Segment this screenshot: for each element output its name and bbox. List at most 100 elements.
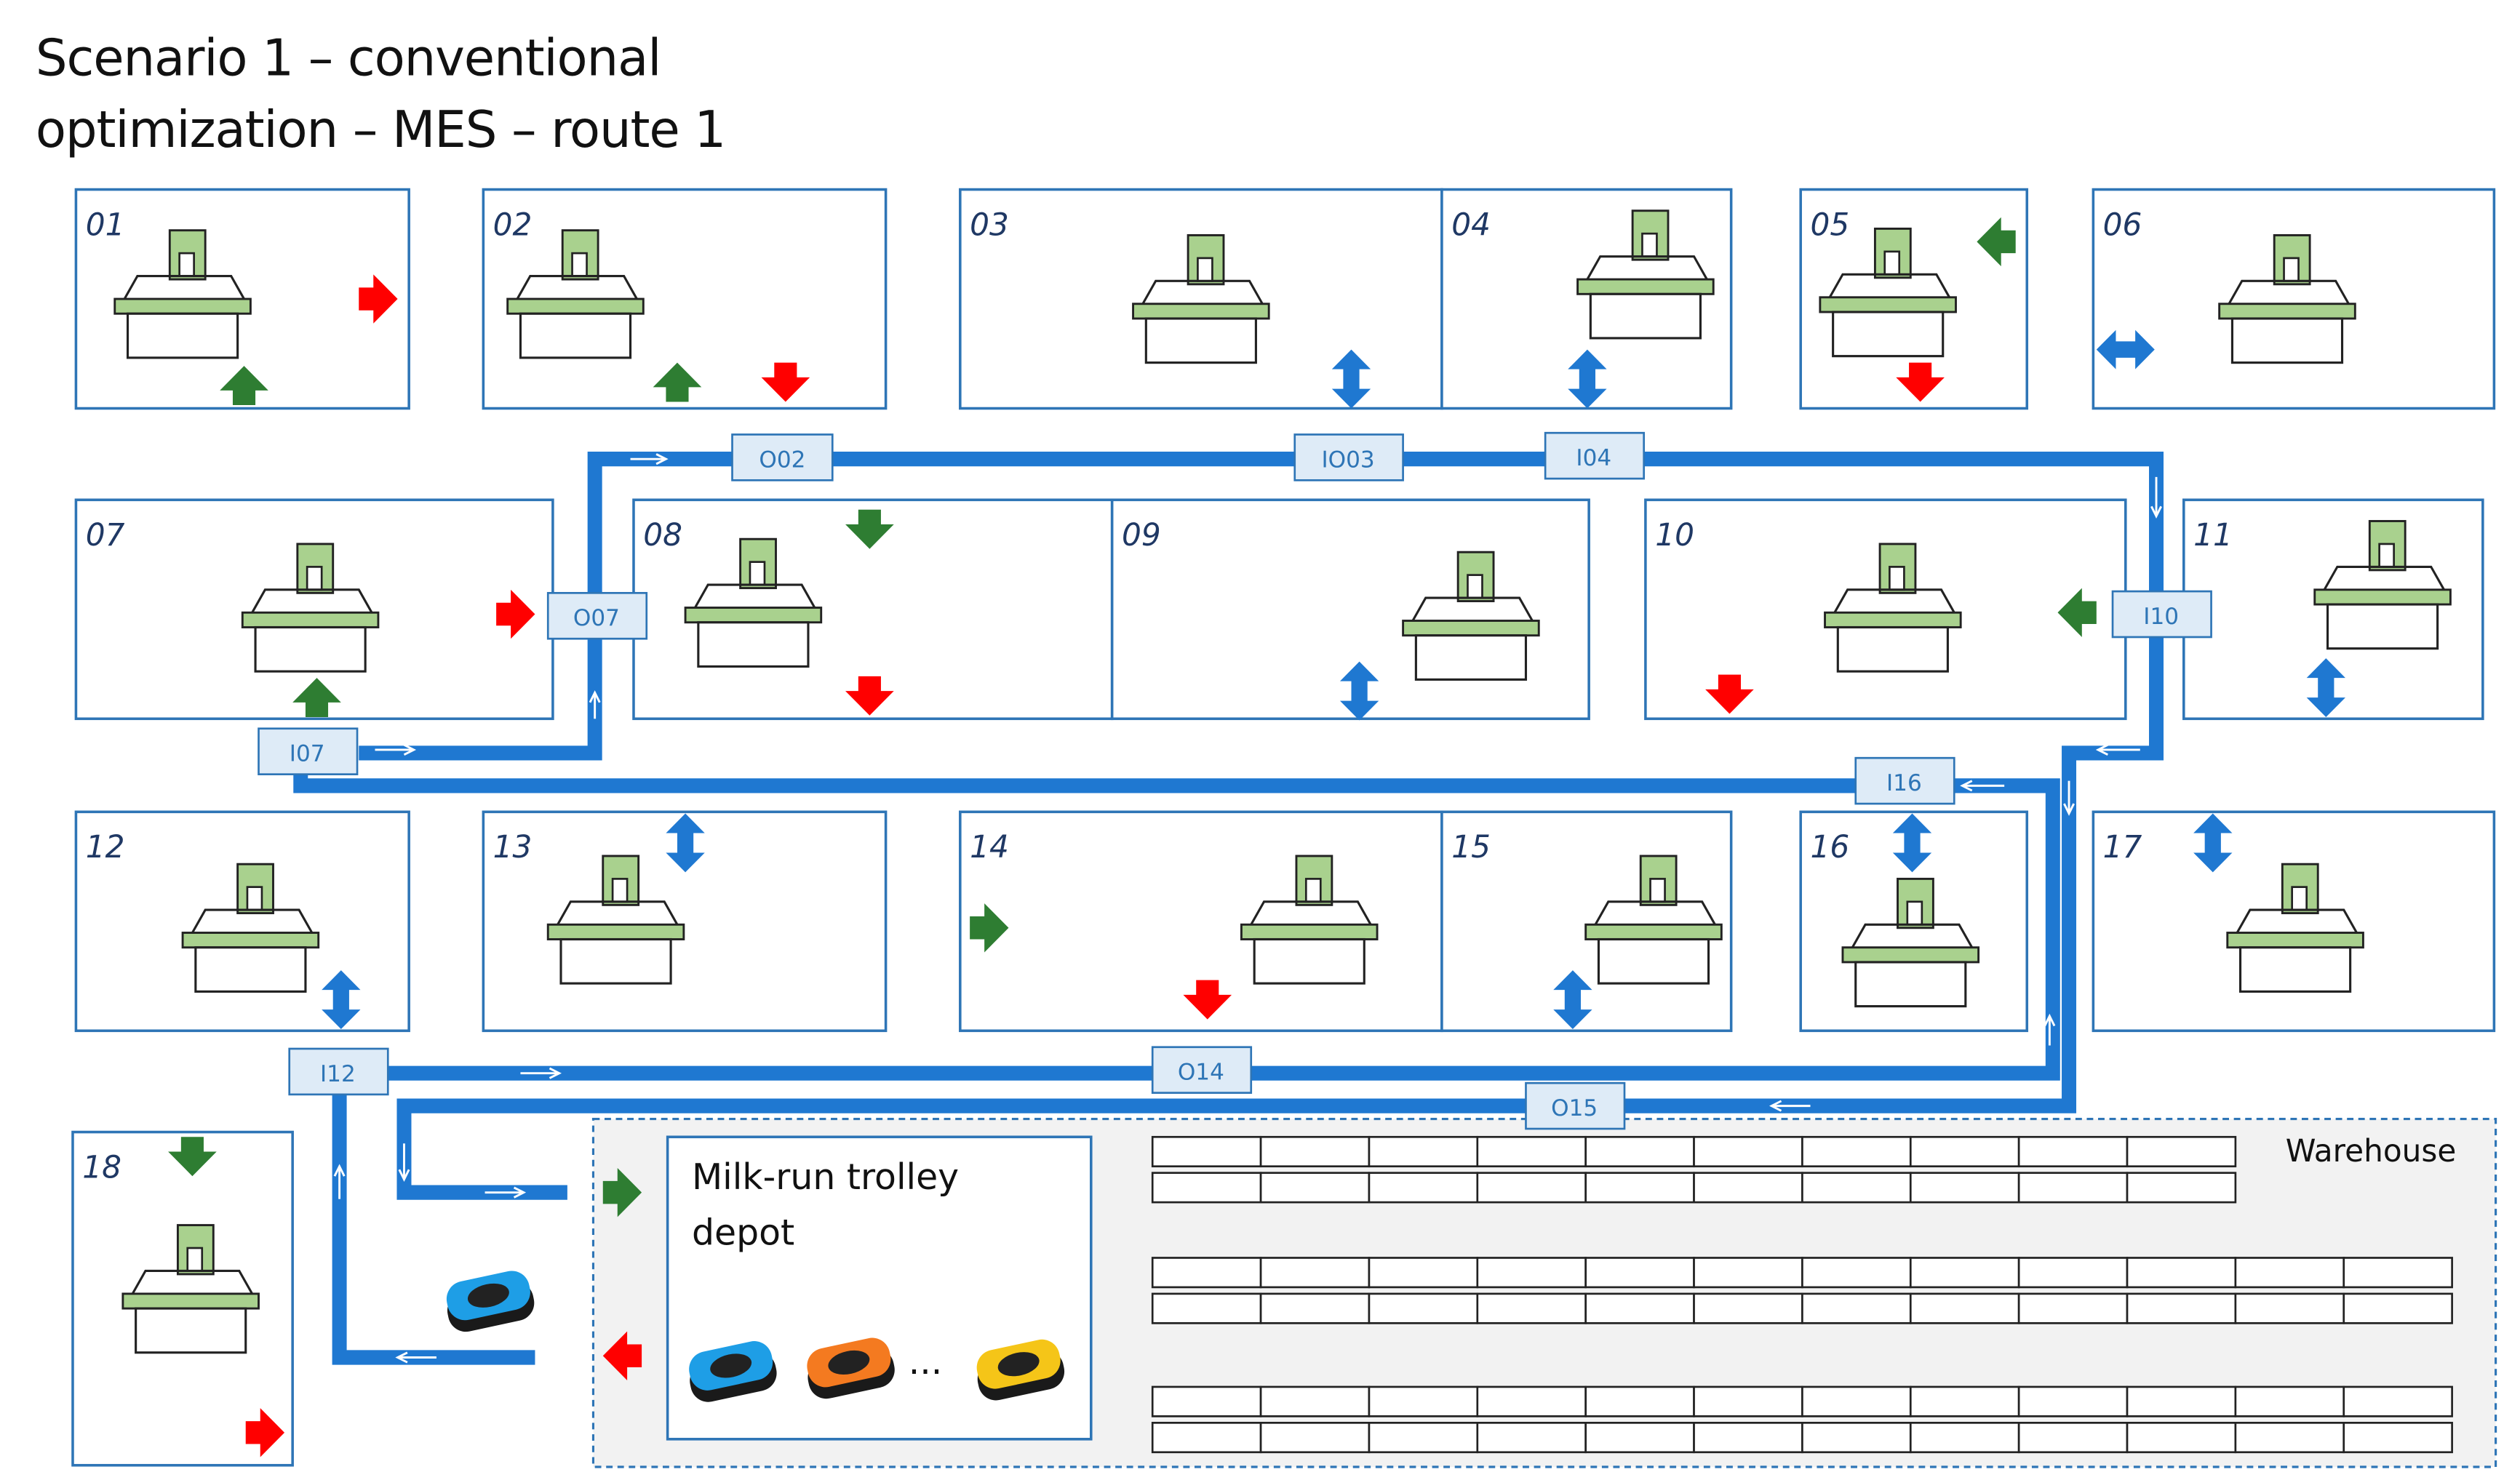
svg-text:O14: O14 — [1178, 1060, 1224, 1086]
shelf-cell — [2126, 1172, 2237, 1204]
shelf-cell — [1259, 1172, 1371, 1204]
shelf-cell — [2017, 1422, 2129, 1454]
room-12 — [74, 810, 410, 1033]
shelf-cell — [1693, 1422, 1803, 1454]
room-17 — [2092, 810, 2496, 1033]
shelf-cell — [1909, 1422, 2020, 1454]
shelf-cell — [1476, 1422, 1587, 1454]
shelf-cell — [1368, 1292, 1479, 1324]
shelf-cell — [1584, 1135, 1695, 1168]
depot-label-line-2: depot — [691, 1213, 795, 1255]
svg-text:O02: O02 — [759, 447, 805, 473]
shelf-cell — [1476, 1172, 1587, 1204]
shelf-cell — [2234, 1385, 2345, 1417]
room-label: 13 — [493, 830, 533, 865]
room-10 — [1644, 498, 2127, 721]
rooms — [71, 188, 2496, 1467]
port-i07: I07 — [258, 727, 359, 775]
room-label: 06 — [2103, 207, 2142, 243]
diagram-title: Scenario 1 – conventional optimization –… — [35, 23, 726, 167]
shelf-cell — [1151, 1385, 1262, 1417]
shelf-cell — [1151, 1292, 1262, 1324]
shelf-cell — [1584, 1172, 1695, 1204]
shelf-cell — [2017, 1292, 2129, 1324]
room-label: 16 — [1811, 830, 1850, 865]
shelf-cell — [1909, 1172, 2020, 1204]
shelf-cell — [1368, 1385, 1479, 1417]
shelf-cell — [1909, 1385, 2020, 1417]
shelf-cell — [1368, 1422, 1479, 1454]
shelf-cell — [1368, 1135, 1479, 1168]
shelf-cell — [1909, 1292, 2020, 1324]
port-o15: O15 — [1525, 1081, 1626, 1130]
svg-text:I12: I12 — [320, 1061, 356, 1087]
warehouse-label: Warehouse — [2285, 1133, 2457, 1170]
shelf-cell — [1801, 1135, 1912, 1168]
svg-text:I07: I07 — [290, 741, 325, 767]
trolley-orange-icon — [807, 1337, 895, 1399]
shelf-cell — [1151, 1257, 1262, 1289]
room-label: 07 — [86, 518, 125, 553]
title-line-1: Scenario 1 – conventional — [35, 29, 661, 89]
room-label: 05 — [1811, 207, 1850, 243]
shelf-cell — [2234, 1422, 2345, 1454]
port-o07: O07 — [546, 591, 648, 640]
shelf-cell — [1693, 1257, 1803, 1289]
depot-label-line-1: Milk-run trolley — [691, 1158, 960, 1199]
shelf-cell — [2234, 1257, 2345, 1289]
room-labels: 01 02 03 04 05 06 07 08 09 10 11 12 13 1… — [82, 207, 2233, 1185]
trolley-moving-icon — [446, 1271, 535, 1332]
depot-label: Milk-run trolley depot — [692, 1152, 959, 1263]
shelf-cell — [1584, 1292, 1695, 1324]
port-labels: O02 IO03 I04 O07 I10 I07 — [258, 431, 2212, 1130]
shelf-cell — [1801, 1257, 1912, 1289]
shelf-cell — [1693, 1385, 1803, 1417]
shelf-cell — [1259, 1422, 1371, 1454]
shelf-cell — [2126, 1422, 2237, 1454]
shelf-cell — [1909, 1135, 2020, 1168]
shelf-cell — [1259, 1135, 1371, 1168]
shelf-cell — [1584, 1385, 1695, 1417]
shelf-cell — [2342, 1292, 2453, 1324]
shelf-cell — [2342, 1257, 2453, 1289]
room-label: 02 — [493, 207, 533, 243]
room-06 — [2092, 188, 2496, 410]
shelf-cell — [2342, 1422, 2453, 1454]
shelf-cell — [1801, 1292, 1912, 1324]
room-label: 01 — [86, 207, 125, 243]
shelf-cell — [2017, 1135, 2129, 1168]
room-label: 09 — [1122, 518, 1161, 553]
flow-arrows — [333, 453, 2162, 1364]
room-label: 14 — [970, 830, 1009, 865]
port-o02: O02 — [731, 433, 834, 481]
shelf-cell — [2126, 1257, 2237, 1289]
shelf-cell — [1476, 1292, 1587, 1324]
port-i10: I10 — [2111, 590, 2212, 639]
shelf-cell — [2126, 1135, 2237, 1168]
shelf-cell — [1151, 1172, 1262, 1204]
room-label: 18 — [82, 1150, 121, 1185]
title-line-2: optimization – MES – route 1 — [35, 101, 726, 161]
shelf-cell — [1584, 1422, 1695, 1454]
trolleys — [446, 1271, 1065, 1402]
trolley-blue-icon — [689, 1341, 777, 1402]
shelf-cell — [2126, 1385, 2237, 1417]
shelf-cell — [1801, 1422, 1912, 1454]
shelf-cell — [1693, 1292, 1803, 1324]
svg-text:O07: O07 — [573, 605, 620, 631]
room-label: 04 — [1451, 207, 1491, 243]
shelf-cell — [2017, 1172, 2129, 1204]
trolley-yellow-icon — [976, 1339, 1065, 1401]
shelf-cell — [1259, 1385, 1371, 1417]
port-i12: I12 — [288, 1047, 389, 1096]
shelf-cell — [1368, 1257, 1479, 1289]
port-i04: I04 — [1544, 431, 1646, 480]
shelf-cell — [1909, 1257, 2020, 1289]
svg-text:O15: O15 — [1551, 1095, 1598, 1121]
svg-text:IO03: IO03 — [1321, 447, 1374, 473]
room-03 — [959, 188, 1443, 410]
warehouse-shelves — [1151, 1135, 2453, 1454]
depot-ellipsis: ... — [908, 1343, 943, 1384]
